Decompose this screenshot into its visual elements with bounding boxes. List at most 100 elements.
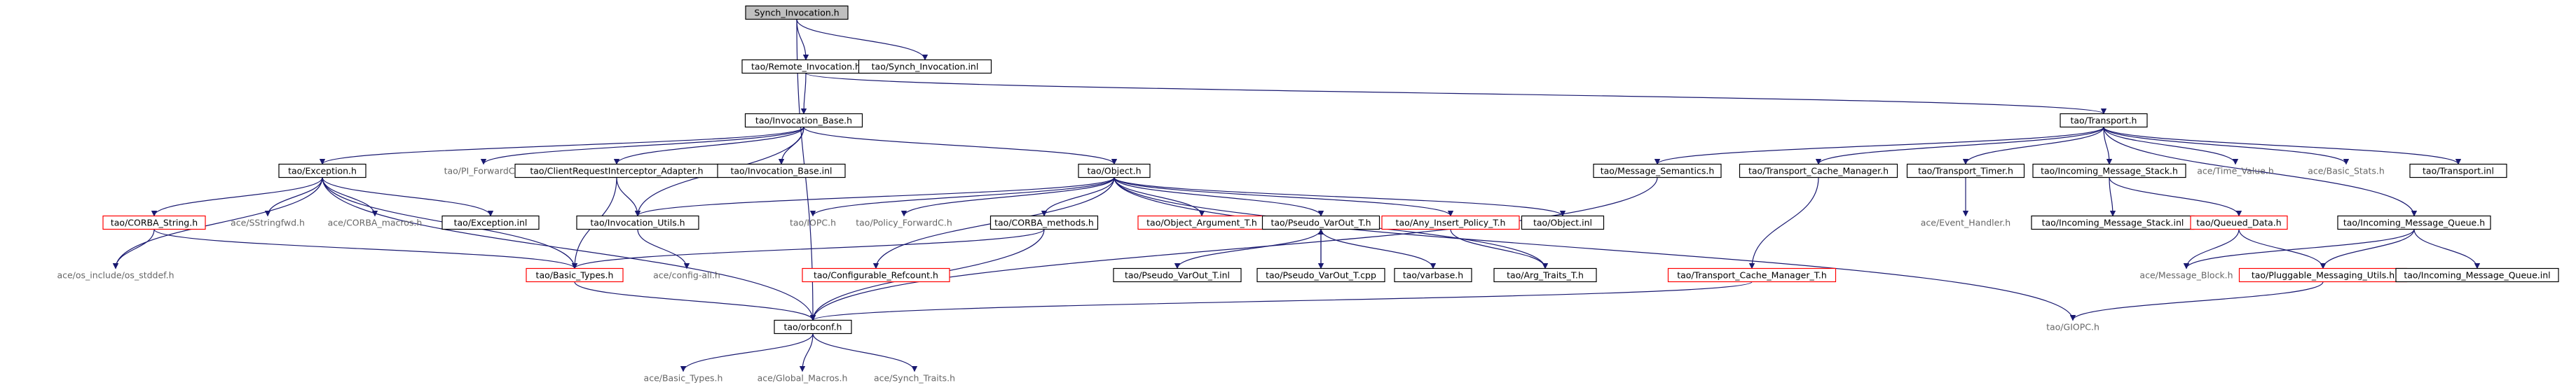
node-corba-string[interactable]: tao/CORBA_String.h [102,215,206,230]
node-event-handler[interactable]: ace/Event_Handler.h [1921,218,2010,228]
node-label: tao/GIOPC.h [2046,322,2099,332]
edge-exception-to-corba-string [151,177,323,217]
edge-queued-data-to-msg-block [2183,229,2240,270]
node-box [1394,267,1472,283]
node-label: ace/CORBA_macros.h [328,218,423,228]
node-corba-methods[interactable]: tao/CORBA_methods.h [989,215,1099,230]
node-box [1078,163,1151,178]
edge-object-to-object-inl [1114,176,1566,217]
edge-pvo-to-varbase [1320,229,1437,270]
node-exception[interactable]: tao/Exception.h [278,163,366,178]
edge-ims-to-ims-inl [2109,177,2116,217]
node-msg-block[interactable]: ace/Message_Block.h [2139,270,2233,281]
node-basic-types-ace[interactable]: ace/Basic_Types.h [644,373,723,384]
node-object[interactable]: tao/Object.h [1078,163,1151,178]
node-cri-adapter[interactable]: tao/ClientRequestInterceptor_Adapter.h [514,163,719,178]
edge-layer [112,19,2481,372]
node-basic-stats[interactable]: ace/Basic_Stats.h [2308,166,2385,176]
node-tcm[interactable]: tao/Transport_Cache_Manager.h [1739,163,1898,178]
node-box [802,267,950,283]
node-inv-base[interactable]: tao/Invocation_Base.h [744,113,863,128]
node-obj-arg[interactable]: tao/Object_Argument_T.h [1137,215,1266,230]
node-synch-traits[interactable]: ace/Synch_Traits.h [874,373,955,384]
edge-inv-base-to-object [803,127,1118,165]
node-global-macros[interactable]: ace/Global_Macros.h [758,373,848,384]
node-varbase[interactable]: tao/varbase.h [1394,267,1472,283]
node-box [1261,215,1381,230]
node-inv-utils[interactable]: tao/Invocation_Utils.h [576,215,699,230]
node-giopc[interactable]: tao/GIOPC.h [2046,322,2099,332]
node-label: tao/Synch_Invocation.inl [872,62,979,72]
node-basic-types[interactable]: tao/Basic_Types.h [526,267,624,283]
edge-exception-to-ace-osfwd [112,177,323,270]
node-ims-inl[interactable]: tao/Incoming_Message_Stack.inl [2031,215,2195,230]
edge-object-to-giopc [1114,177,2076,321]
node-box [2337,215,2491,230]
node-msg-sem[interactable]: tao/Message_Semantics.h [1593,163,1722,178]
node-box [2060,113,2148,128]
node-pvo-inl[interactable]: tao/Pseudo_VarOut_T.inl [1113,267,1242,283]
node-label: tao/CORBA_methods.h [994,218,1094,228]
node-label: tao/Invocation_Base.h [755,115,852,126]
node-tcm-t[interactable]: tao/Transport_Cache_Manager_T.h [1667,267,1837,283]
node-label: tao/Incoming_Message_Queue.inl [2404,270,2550,281]
edge-tcm-t-to-orbconf [810,281,1753,321]
node-remote[interactable]: tao/Remote_Invocation.h [741,59,870,74]
node-label: tao/ClientRequestInterceptor_Adapter.h [530,166,703,176]
node-queued-data[interactable]: tao/Queued_Data.h [2190,215,2288,230]
node-iopc[interactable]: tao/IOPC.h [790,218,836,228]
edge-inv-utils-to-config-all [637,229,690,270]
node-box [278,163,366,178]
node-label: tao/Pseudo_VarOut_T.inl [1125,270,1230,281]
node-transport[interactable]: tao/Transport.h [2060,113,2148,128]
edge-transport-to-time-value [2103,127,2239,165]
edge-transport-to-basic-stats [2103,127,2350,165]
node-orbconf[interactable]: tao/orbconf.h [774,319,852,335]
node-object-inl[interactable]: tao/Object.inl [1521,215,1605,230]
node-label: ace/SStringfwd.h [231,218,305,228]
node-synch-h[interactable]: Synch_Invocation.h [745,5,849,20]
node-box [774,319,852,335]
node-label: tao/Transport_Timer.h [1918,166,2013,176]
node-label: tao/Exception.inl [454,218,528,228]
edge-inv-base-to-exception [319,126,804,165]
node-label: ace/Synch_Traits.h [874,373,955,384]
node-label: tao/Queued_Data.h [2196,218,2281,228]
node-arg-traits[interactable]: tao/Arg_Traits_T.h [1493,267,1597,283]
node-exception-inl[interactable]: tao/Exception.inl [441,215,540,230]
node-corba-macros[interactable]: ace/CORBA_macros.h [328,218,423,228]
edge-transport-to-ttimer [1962,127,2104,165]
edge-ims-to-queued-data [2109,177,2242,217]
node-imq-inl[interactable]: tao/Incoming_Message_Queue.inl [2395,267,2559,283]
edge-exception-to-orbconf [322,177,816,321]
node-box [576,215,699,230]
node-sstringfwd[interactable]: ace/SStringfwd.h [231,218,305,228]
node-ttimer[interactable]: tao/Transport_Timer.h [1906,163,2025,178]
node-pvo[interactable]: tao/Pseudo_VarOut_T.h [1261,215,1381,230]
node-configurable-refcount[interactable]: tao/Configurable_Refcount.h [802,267,950,283]
node-pi-fwd[interactable]: tao/PI_ForwardC.h [444,166,523,176]
node-box [1906,163,2025,178]
edge-exception-to-exception-inl [322,177,494,217]
node-pmu[interactable]: tao/Pluggable_Messaging_Utils.h [2238,267,2408,283]
node-label: tao/orbconf.h [784,322,842,332]
node-ims[interactable]: tao/Incoming_Message_Stack.h [2032,163,2186,178]
node-label: ace/Event_Handler.h [1921,218,2010,228]
node-synch-inl[interactable]: tao/Synch_Invocation.inl [858,59,992,74]
node-imq[interactable]: tao/Incoming_Message_Queue.h [2337,215,2491,230]
node-any-insert[interactable]: tao/Any_Insert_Policy_T.h [1381,215,1520,230]
node-policy-fwd[interactable]: tao/Policy_ForwardC.h [856,218,952,228]
node-label: tao/Exception.h [288,166,357,176]
node-config-all[interactable]: ace/config-all.h [653,270,720,281]
edge-msg-sem-to-orbconf [809,177,1658,321]
edge-queued-data-to-pmu [2238,229,2327,270]
node-inv-base-inl[interactable]: tao/Invocation_Base.inl [717,163,846,178]
node-time-value[interactable]: ace/Time_Value.h [2197,166,2274,176]
node-label: tao/PI_ForwardC.h [444,166,523,176]
node-label: tao/Object.h [1087,166,1141,176]
node-ace-osfwd[interactable]: ace/os_include/os_stddef.h [57,270,174,281]
node-transport-inl[interactable]: tao/Transport.inl [2409,163,2507,178]
node-pvo-cpp[interactable]: tao/Pseudo_VarOut_T.cpp [1256,267,1385,283]
edge-orbconf-to-synch-traits [812,333,918,372]
node-label: tao/Arg_Traits_T.h [1507,270,1584,281]
